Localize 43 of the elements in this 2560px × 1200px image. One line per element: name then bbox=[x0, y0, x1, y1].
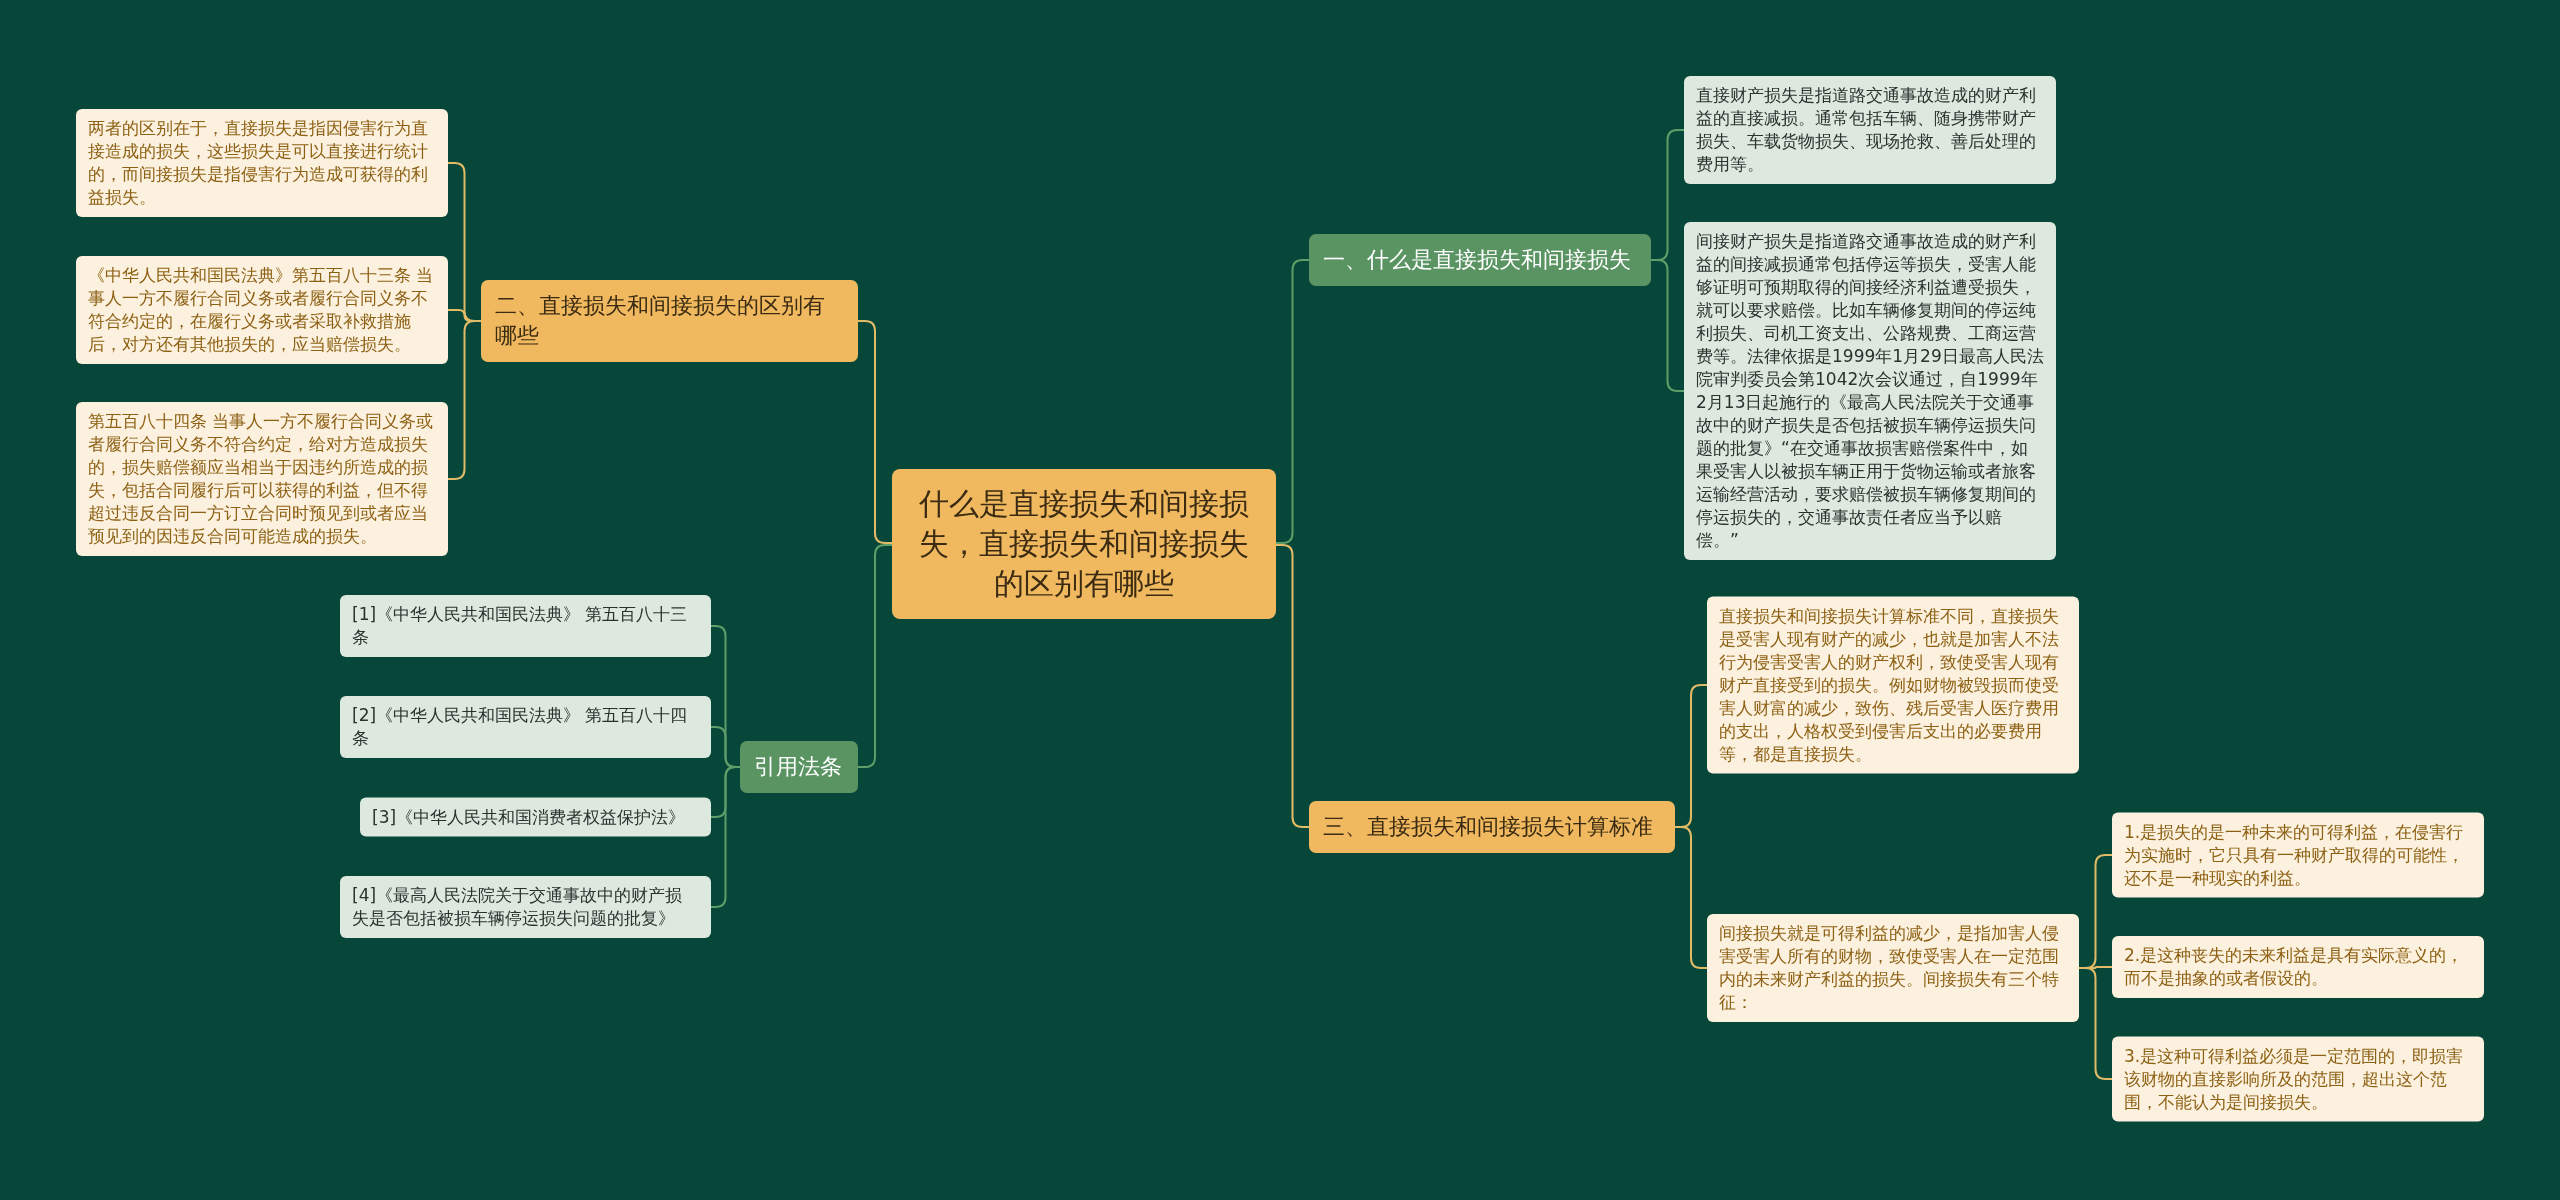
note-card bbox=[340, 876, 711, 938]
topic-text: 二、直接损失和间接损失的区别有哪些 bbox=[495, 292, 826, 350]
topic-text: 引用法条 bbox=[754, 753, 843, 781]
note-card bbox=[340, 696, 711, 758]
note-card bbox=[76, 256, 448, 364]
connector-line bbox=[2078, 967, 2113, 1080]
note-text: 《中华人民共和国民法典》第五百八十三条 当事人一方不履行合同义务或者履行合同义务不符合约定的，在履行义务或者采取补救措施后，对方还有其他损失的，应当赔偿损失。 bbox=[88, 264, 435, 356]
note-text: 直接损失和间接损失计算标准不同，直接损失是受害人现有财产的减少，也就是加害人不法行为侵害受害人的财产权利，致使受害人现有财产直接受到的损失。例如财物被毁损而使受害人财富的减少，致伤、残后受害人医疗费用的支出，人格权受到侵害后支出的必要费用等，都是直接损失。 bbox=[1719, 604, 2060, 766]
note-text: [4]《最高人民法院关于交通事故中的财产损失是否包括被损车辆停运损失问题的批复》 bbox=[352, 884, 684, 930]
note-card bbox=[1707, 596, 2079, 774]
note-text: 两者的区别在于，直接损失是指因侵害行为直接造成的损失，这些损失是可以直接进行统计的，而间接损失是指侵害行为造成可获得的利益损失。 bbox=[88, 117, 429, 209]
note-card bbox=[340, 595, 711, 657]
note-text: 2.是这种丧失的未来利益是具有实际意义的，而不是抽象的或者假设的。 bbox=[2124, 944, 2465, 990]
note-text: [2]《中华人民共和国民法典》 第五百八十四条 bbox=[352, 704, 689, 750]
branch-topic bbox=[740, 741, 858, 793]
note-card bbox=[1684, 76, 2056, 184]
connector-line bbox=[447, 320, 482, 480]
note-text: 1.是损失的是一种未来的可得利益，在侵害行为实施时，它只具有一种财产取得的可能性，还不是一种现实的利益。 bbox=[2124, 820, 2465, 890]
topic-text: 一、什么是直接损失和间接损失 bbox=[1323, 246, 1632, 274]
branch-topic bbox=[1309, 801, 1675, 853]
branch-topic bbox=[481, 280, 858, 362]
note-text: 间接损失就是可得利益的减少，是指加害人侵害受害人所有的财物，致使受害人在一定范围内的未来财产利益的损失。间接损失有三个特征： bbox=[1719, 922, 2060, 1014]
note-text: [1]《中华人民共和国民法典》 第五百八十三条 bbox=[352, 603, 689, 649]
note-card bbox=[2112, 936, 2484, 998]
note-text: 直接财产损失是指道路交通事故造成的财产利益的直接减损。通常包括车辆、随身携带财产损失、车载货物损失、现场抢救、善后处理的费用等。 bbox=[1696, 84, 2037, 176]
note-text: [3]《中华人民共和国消费者权益保护法》 bbox=[372, 805, 687, 829]
note-card bbox=[360, 797, 711, 837]
note-card bbox=[2112, 1036, 2484, 1122]
central-topic bbox=[892, 469, 1276, 619]
topic-text: 什么是直接损失和间接损失，直接损失和间接损失的区别有哪些 bbox=[918, 485, 1250, 603]
note-card bbox=[1707, 914, 2079, 1022]
topic-text: 三、直接损失和间接损失计算标准 bbox=[1323, 813, 1654, 841]
branch-topic bbox=[1309, 234, 1651, 286]
note-text: 间接财产损失是指道路交通事故造成的财产利益的间接减损通常包括停运等损失，受害人能够证明可预期取得的间接经济利益遭受损失，就可以要求赔偿。比如车辆修复期间的停运纯利损失、司机工资支出、公路规费、工商运营费等。法律依据是1999年1月29日最高人民法院审判委员会第1042次会议通过，自1999年2月13日起施行的《最高人民法院关于交通事故中的财产损失是否包括被损车辆停运损失问题的批复》“在交通事故损害赔偿案件中，如果受害人以被损车辆正用于货物运输或者旅客运输经营活动，要求赔偿被损车辆修复期间的停运损失的，交通事故责任者应当予以赔偿。” bbox=[1696, 230, 2044, 552]
note-card bbox=[76, 402, 448, 556]
connector-line bbox=[710, 766, 741, 908]
connector-line bbox=[1275, 259, 1310, 544]
note-card bbox=[76, 109, 448, 217]
note-text: 3.是这种可得利益必须是一定范围的，即损害该财物的直接影响所及的范围，超出这个范围，不能认为是间接损失。 bbox=[2124, 1044, 2465, 1114]
connector-line bbox=[1650, 259, 1685, 392]
note-text: 第五百八十四条 当事人一方不履行合同义务或者履行合同义务不符合约定，给对方造成损失的，损失赔偿额应当相当于因违约所造成的损失，包括合同履行后可以获得的利益，但不得超过违反合同一方订立合同时预见到或者应当预见到的因违反合同可能造成的损失。 bbox=[88, 410, 435, 548]
note-card bbox=[2112, 812, 2484, 898]
connector-line bbox=[1275, 544, 1310, 828]
